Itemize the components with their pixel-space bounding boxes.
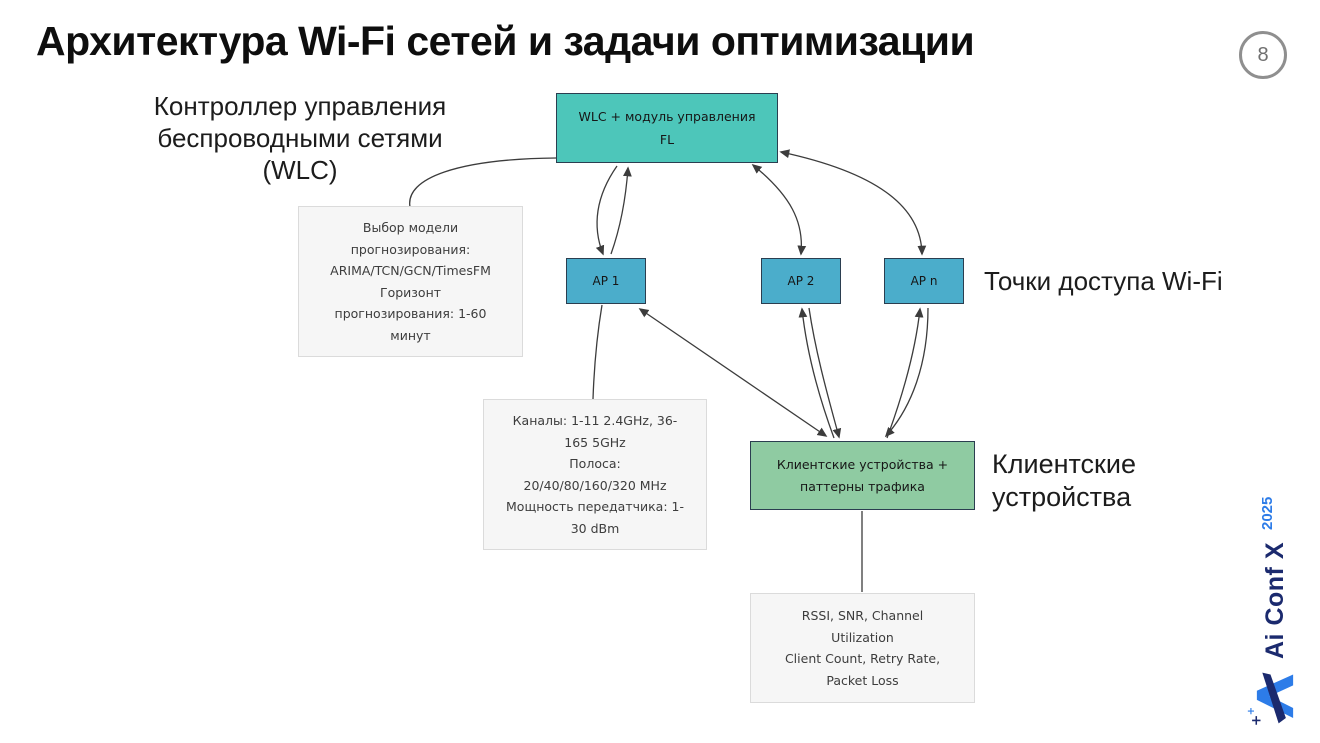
ap2-box: AP 2 (761, 258, 841, 304)
arrow-ap1-to-wlc (610, 166, 632, 255)
slide-title: Архитектура Wi-Fi сетей и задачи оптимиз… (36, 18, 975, 64)
conference-name: Ai Conf X (1260, 542, 1289, 659)
access-points-label: Точки доступа Wi-Fi (984, 266, 1223, 296)
page-number: 8 (1257, 43, 1269, 66)
arrow-wlc-to-ap1 (595, 165, 618, 256)
conference-logo-icon: + + (1246, 672, 1294, 726)
page-number-badge: 8 (1239, 31, 1287, 79)
conference-branding: + + Ai Conf X 2025 (1235, 443, 1315, 727)
arrow-wlc-ap2-bidirectional (751, 163, 807, 256)
connector-ap1-to-channels (592, 304, 603, 400)
client-devices-box: Клиентские устройства +паттерны трафика (750, 441, 975, 510)
svg-text:+: + (1246, 707, 1257, 715)
arrow-client-to-apn (886, 307, 924, 439)
arrow-wlc-apn-bidirectional (779, 149, 927, 256)
svg-text:+: + (1249, 715, 1265, 726)
ap1-box: AP 1 (566, 258, 646, 304)
arrow-apn-to-client (884, 307, 929, 438)
apn-box: AP n (884, 258, 964, 304)
arrow-client-to-ap2 (798, 307, 835, 439)
conference-year: 2025 (1258, 496, 1276, 530)
arrow-ap2-to-client (808, 307, 842, 439)
